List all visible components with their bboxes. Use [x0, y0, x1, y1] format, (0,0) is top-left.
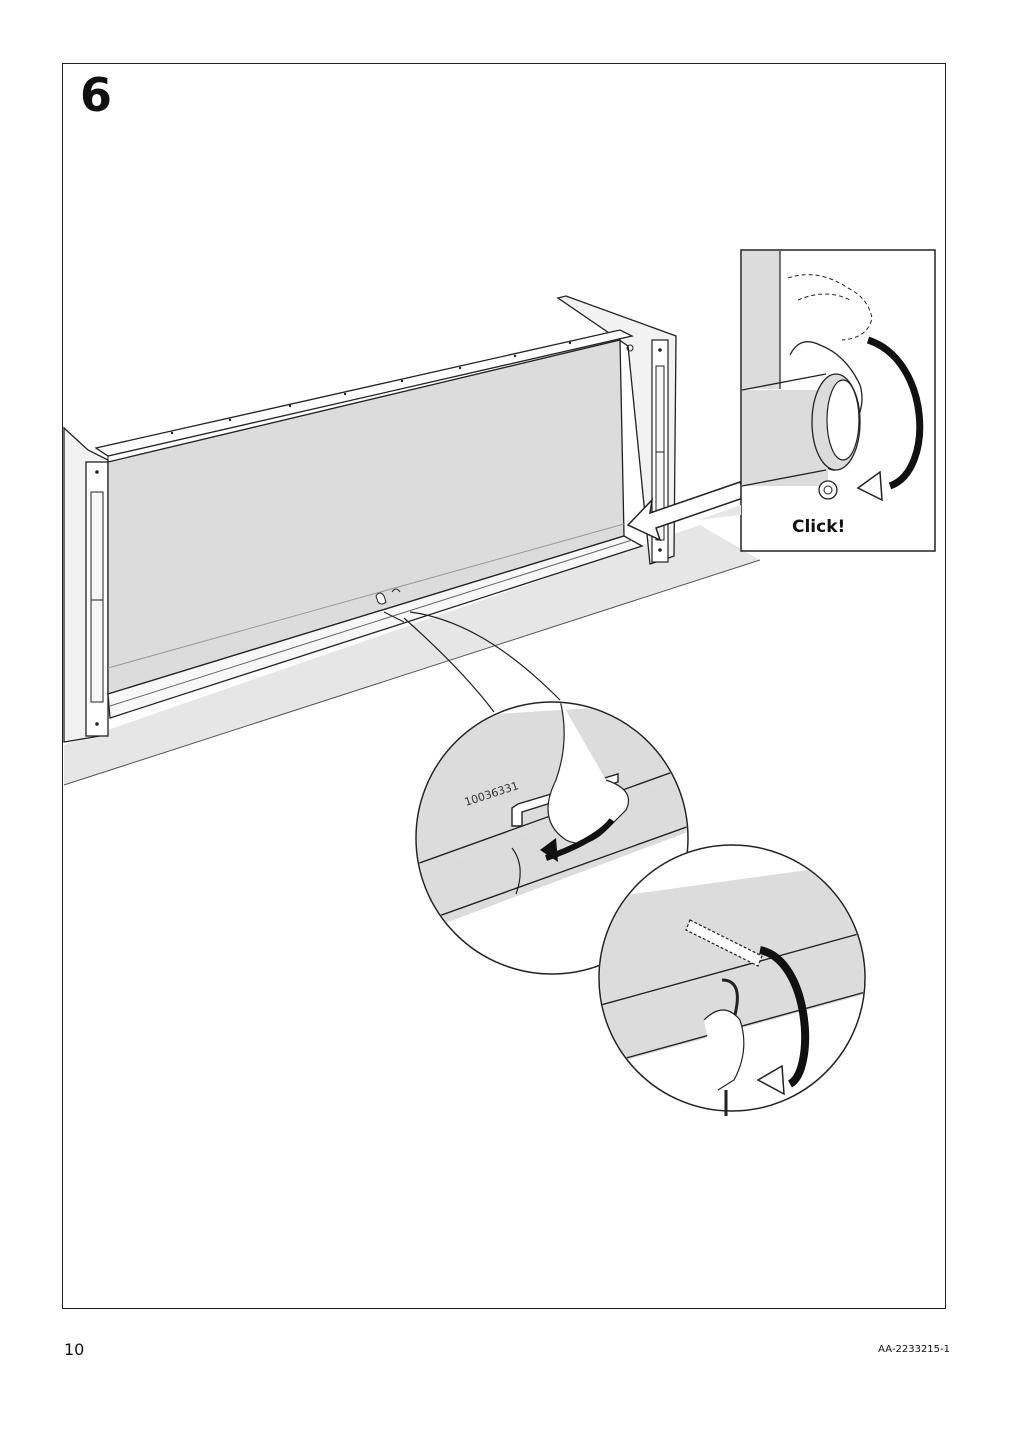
bottom-roller	[107, 535, 644, 719]
callout-leader	[403, 611, 561, 713]
document-code: AA-2233215-1	[878, 1344, 950, 1355]
click-label: Click!	[792, 517, 845, 537]
page-number: 10	[64, 1340, 85, 1359]
floor-shadow	[63, 525, 761, 786]
top-rail	[94, 329, 634, 462]
instruction-frame	[62, 63, 946, 1309]
zoom-circle-roll-up	[598, 844, 866, 1116]
left-frame-side	[63, 426, 109, 743]
step-number: 6	[80, 68, 113, 122]
right-frame-side	[556, 295, 677, 565]
detail-callout-box: Click!	[698, 249, 936, 552]
curved-arrow-icon	[856, 336, 924, 502]
